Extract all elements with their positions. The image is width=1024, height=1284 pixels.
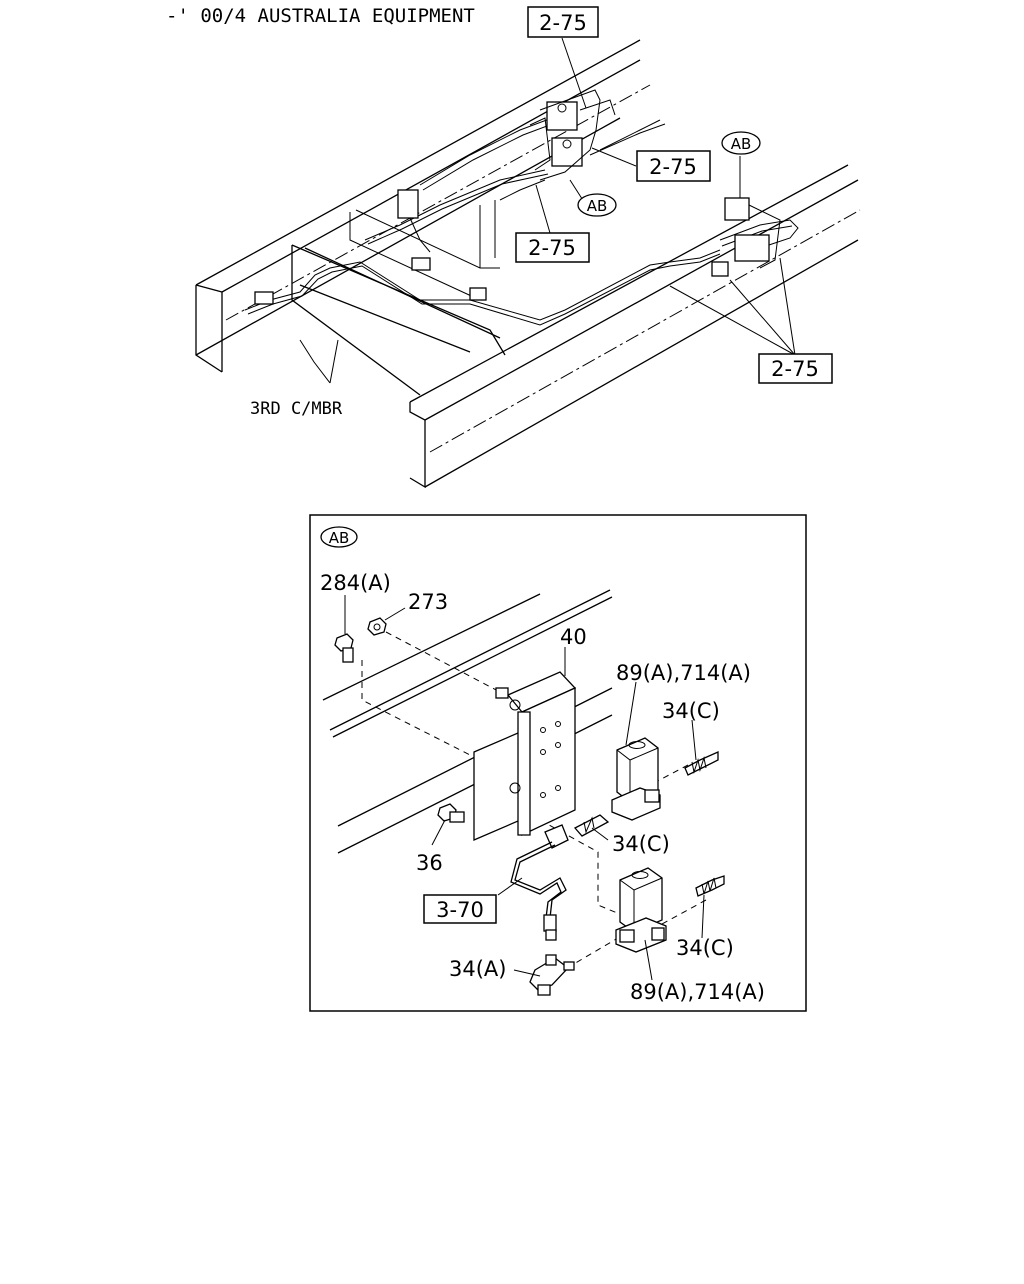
detail-drawing [322,589,725,996]
ref-box-top[interactable]: 2-75 [527,6,599,38]
svg-text:3-70: 3-70 [436,898,484,922]
svg-text:2-75: 2-75 [539,11,587,35]
svg-text:AB: AB [731,135,752,153]
label-fitting-34c-mid: 34(C) [612,832,670,856]
ref-box-center[interactable]: 2-75 [515,232,590,263]
callout-ab-center[interactable]: AB [577,193,617,217]
label-fitting-34c-upper: 34(C) [662,699,720,723]
label-nut-273: 273 [408,590,448,614]
callout-ab-right[interactable]: AB [721,131,761,155]
label-bolt-284a: 284(A) [320,571,391,595]
label-bolt-36: 36 [416,851,443,875]
label-valve-upper: 89(A),714(A) [616,661,751,685]
svg-text:AB: AB [329,529,350,547]
label-bracket-40: 40 [560,625,587,649]
svg-text:2-75: 2-75 [649,155,697,179]
label-fitting-34c-lower: 34(C) [676,936,734,960]
svg-text:2-75: 2-75 [528,236,576,260]
svg-text:AB: AB [587,197,608,215]
label-valve-lower: 89(A),714(A) [630,980,765,1004]
diagram-title: -' 00/4 AUSTRALIA EQUIPMENT [166,5,475,27]
label-fitting-34a: 34(A) [449,957,506,981]
frame-overview [195,37,861,489]
svg-text:2-75: 2-75 [771,357,819,381]
ref-box-lower-right[interactable]: 2-75 [758,353,833,384]
detail-panel-id: AB [320,526,358,548]
ref-box-right-mid[interactable]: 2-75 [636,150,711,182]
label-3rd-cross-member: 3RD C/MBR [250,399,343,419]
ref-box-3-70[interactable]: 3-70 [423,894,497,924]
